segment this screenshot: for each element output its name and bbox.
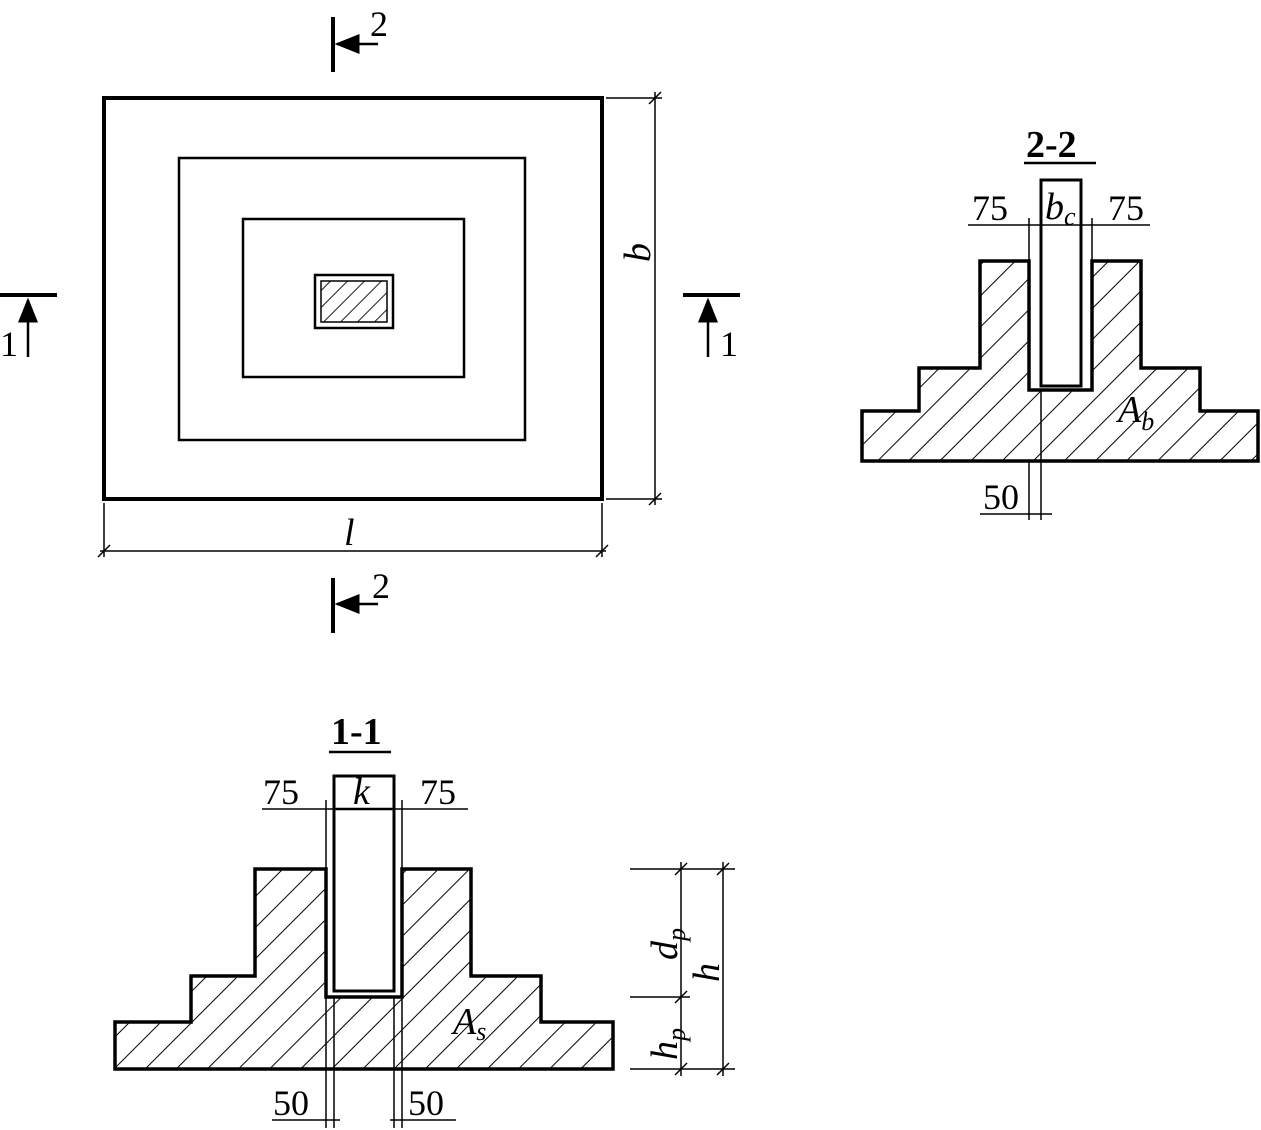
dimension-l: l: [97, 503, 609, 558]
plan-outer-step: [102, 96, 604, 501]
section-2-2: 2-2 75 75 bc 50 Ab: [860, 124, 1260, 520]
dim-hp-label: hp: [644, 1028, 691, 1060]
dim-dp-base: d: [644, 940, 686, 960]
area-ab-base: A: [1115, 389, 1142, 431]
section-1-1-dims: 75 75 k 50 50 As dp hp h: [262, 771, 735, 1128]
dim-hp-sub: p: [662, 1028, 691, 1043]
section-1-1-column: [332, 774, 396, 993]
dim-h-label: h: [686, 963, 728, 982]
plan-view: l b 2 2 1: [0, 4, 740, 633]
area-as-sub: s: [476, 1017, 486, 1046]
section-2-2-title: 2-2: [1026, 124, 1077, 166]
area-as-label: As: [450, 1001, 486, 1046]
dim-label-l: l: [344, 512, 355, 554]
plan-column-socket: [313, 273, 395, 330]
area-ab-sub: b: [1141, 407, 1154, 436]
column-width-label: bc: [1045, 186, 1076, 231]
column-width-base: b: [1045, 186, 1064, 228]
gap-2-2-right: 75: [1108, 188, 1144, 228]
plan-middle-step: [177, 156, 527, 442]
cut-plane-2-top: 2: [331, 4, 388, 72]
section-2-2-dims: 75 75 bc 50 Ab: [968, 186, 1154, 520]
dim-hp-base: h: [644, 1041, 686, 1060]
bottom-gap-1-1-left: 50: [273, 1083, 309, 1123]
dimension-b: b: [606, 91, 662, 506]
cut-label-2-top: 2: [370, 4, 388, 44]
cut-label-1-left: 1: [0, 324, 18, 364]
cut-plane-2-bottom: 2: [331, 566, 390, 633]
dim-dp-label: dp: [644, 928, 691, 960]
dim-dp-sub: p: [662, 928, 691, 943]
cut-label-2-bottom: 2: [372, 566, 390, 606]
section-2-2-body: [860, 259, 1260, 463]
bottom-gap-1-1-right: 50: [408, 1083, 444, 1123]
cut-label-1-right: 1: [720, 324, 738, 364]
section-1-1-title: 1-1: [331, 711, 382, 753]
area-as-base: A: [450, 1001, 477, 1043]
area-ab-label: Ab: [1115, 389, 1154, 436]
cut-plane-1-right: 1: [683, 293, 740, 364]
gap-2-2-left: 75: [972, 188, 1008, 228]
plan-inner-step: [241, 217, 466, 379]
plan-column-hatched: [320, 280, 388, 323]
cut-plane-1-left: 1: [0, 293, 57, 364]
bottom-gap-2-2: 50: [983, 477, 1019, 517]
gap-1-1-right: 75: [420, 772, 456, 812]
section-2-2-column: [1039, 178, 1083, 388]
gap-1-1-left: 75: [263, 772, 299, 812]
dim-label-b: b: [617, 243, 659, 262]
column-k-label: k: [353, 771, 371, 813]
column-width-sub: c: [1064, 202, 1076, 231]
section-1-1: 1-1 75 75 k 50 50 As: [113, 711, 735, 1128]
